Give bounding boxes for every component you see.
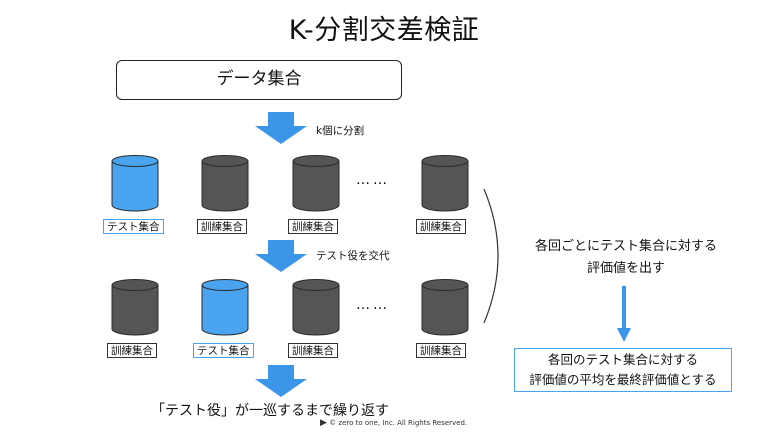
down-arrow-icon bbox=[255, 112, 307, 144]
final-evaluation-box: 各回のテスト集合に対する 評価値の平均を最終評価値とする bbox=[514, 348, 732, 392]
split-label: k個に分割 bbox=[316, 125, 365, 137]
thin-down-arrow-icon bbox=[617, 286, 631, 342]
set-tag: 訓練集合 bbox=[416, 343, 466, 358]
curly-bracket-icon bbox=[483, 188, 499, 324]
copyright-symbol: © bbox=[329, 419, 337, 427]
cylinder-train-icon bbox=[292, 155, 340, 212]
ellipsis-dots: …… bbox=[356, 297, 390, 313]
set-tag: 訓練集合 bbox=[288, 219, 338, 234]
repeat-note: 「テスト役」が一巡するまで繰り返す bbox=[151, 403, 389, 419]
set-tag: 訓練集合 bbox=[416, 219, 466, 234]
cylinder-train-icon bbox=[421, 279, 469, 336]
set-tag: 訓練集合 bbox=[288, 343, 338, 358]
evaluation-note-line: 各回ごとにテスト集合に対する bbox=[534, 239, 717, 254]
data-set-box: データ集合 bbox=[116, 60, 402, 100]
diagram-title: K-分割交差検証 bbox=[288, 15, 480, 46]
ellipsis-dots: …… bbox=[356, 172, 390, 188]
logo-icon: ▶ bbox=[320, 418, 327, 428]
final-evaluation-line: 評価値の平均を最終評価値とする bbox=[529, 372, 717, 387]
rotate-label: テスト役を交代 bbox=[316, 250, 390, 262]
set-tag: 訓練集合 bbox=[107, 343, 157, 358]
set-tag: テスト集合 bbox=[193, 343, 254, 358]
cylinder-train-icon bbox=[292, 279, 340, 336]
cylinder-train-icon bbox=[201, 155, 249, 212]
set-tag: テスト集合 bbox=[103, 219, 164, 234]
cylinder-test-icon bbox=[201, 279, 249, 336]
down-arrow-icon bbox=[255, 240, 307, 272]
cylinder-test-icon bbox=[111, 155, 159, 212]
copyright-text: zero to one, Inc. All Rights Reserved. bbox=[338, 419, 468, 427]
down-arrow-icon bbox=[255, 365, 307, 397]
cylinder-train-icon bbox=[111, 279, 159, 336]
evaluation-note: 各回ごとにテスト集合に対する 評価値を出す bbox=[516, 236, 736, 280]
cylinder-train-icon bbox=[421, 155, 469, 212]
final-evaluation-line: 各回のテスト集合に対する bbox=[547, 352, 698, 367]
set-tag: 訓練集合 bbox=[197, 219, 247, 234]
copyright-footer: ▶ © zero to one, Inc. All Rights Reserve… bbox=[320, 418, 467, 428]
evaluation-note-line: 評価値を出す bbox=[586, 261, 665, 276]
